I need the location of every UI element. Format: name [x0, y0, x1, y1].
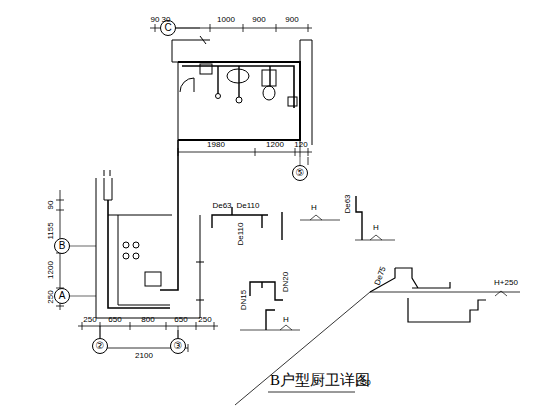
dimension-text: 250 [83, 316, 96, 324]
dimension-text: DN15 [240, 290, 248, 310]
kitchen-walls [96, 170, 204, 318]
dimension-text: H [373, 224, 379, 232]
title-underline [268, 392, 355, 393]
dimension-text: De110 [237, 223, 245, 246]
dimension-text: H [311, 204, 317, 212]
dimension-text: De110 [237, 202, 260, 210]
dimension-text: De63 [212, 202, 231, 210]
isometric-pipe [235, 268, 520, 405]
bathroom-walls [172, 36, 312, 145]
dimension-text: De63 [344, 194, 352, 213]
axis-label: ⑤ [296, 168, 305, 178]
axis-bubble: A [54, 288, 70, 304]
dimension-text: 900 [285, 16, 298, 24]
axis-bubble: ③ [170, 338, 186, 354]
dimension-text: 1155 [47, 222, 55, 239]
dimension-text: 1000 [217, 16, 235, 24]
dimension-text: 250 [198, 316, 211, 324]
axis-label: B [59, 241, 66, 251]
dimension-text: 2100 [135, 352, 153, 360]
dimension-text: 1200 [47, 261, 55, 279]
dimension-text: H+250 [494, 279, 518, 287]
axis-label: ② [96, 341, 105, 351]
dimension-lines [56, 24, 312, 352]
dimension-text: 30 [162, 16, 171, 24]
dimension-text: 120 [294, 141, 307, 149]
axis-lines [69, 28, 300, 338]
axis-bubble: ⑤ [292, 165, 308, 181]
dimension-text: 1980 [207, 141, 225, 149]
dimension-text: 800 [141, 316, 154, 324]
dimension-text: 650 [174, 316, 187, 324]
drawing-title: B户型厨卫详图 [270, 371, 370, 390]
axis-label: C [164, 23, 171, 33]
axis-label: ③ [174, 341, 183, 351]
dimension-text: 650 [108, 316, 121, 324]
dimension-text: DN20 [282, 272, 290, 292]
dimension-text: 900 [252, 16, 265, 24]
riser-details [212, 196, 395, 330]
dimension-text: 90 [47, 201, 55, 210]
dimension-text: 1200 [266, 141, 284, 149]
axis-bubble: ② [92, 338, 108, 354]
dimension-text: 90 [151, 16, 160, 24]
dimension-text: H [283, 316, 289, 324]
axis-bubble: B [54, 238, 70, 254]
dimension-text: 250 [47, 290, 55, 303]
axis-label: A [59, 291, 66, 301]
